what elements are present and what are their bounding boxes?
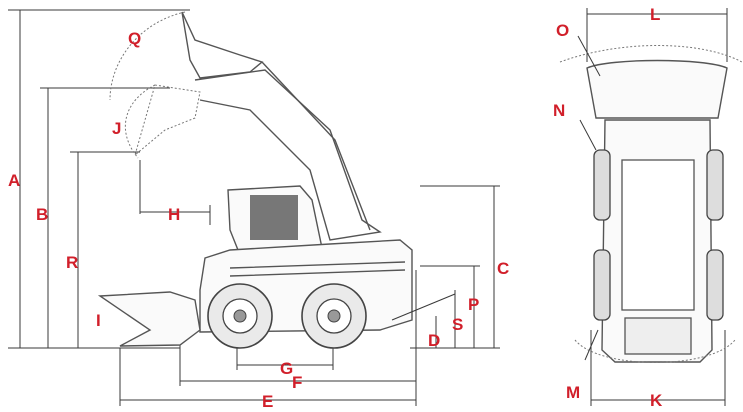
label-k: K (650, 391, 663, 410)
label-s: S (452, 315, 463, 334)
turn-arc (574, 339, 736, 363)
side-view (8, 9, 500, 406)
lift-arm-inner (261, 61, 371, 231)
bucket-raised-top (181, 11, 264, 79)
dimension-labels: Q J A B H R C P I S D G F E L O N M K (8, 5, 663, 411)
label-i: I (96, 311, 101, 330)
front-engine (624, 317, 692, 355)
rear-tire (301, 283, 367, 349)
label-r: R (66, 253, 78, 272)
label-d: D (428, 331, 440, 350)
label-j: J (112, 119, 121, 138)
label-n: N (553, 101, 565, 120)
cab-grille (250, 195, 298, 240)
label-p: P (468, 295, 479, 314)
front-view (559, 8, 743, 406)
label-g: G (280, 359, 293, 378)
front-bucket (586, 59, 728, 119)
label-o: O (556, 21, 569, 40)
front-left-tire-1 (593, 149, 611, 221)
label-m: M (566, 383, 580, 402)
dump-arc-lower (124, 84, 156, 159)
label-c: C (497, 259, 509, 278)
front-right-tire-1 (706, 149, 724, 221)
lift-arm (194, 69, 382, 241)
front-cab (621, 159, 695, 311)
label-e: E (262, 392, 273, 411)
dump-arc-upper (109, 11, 186, 101)
label-l: L (650, 5, 660, 24)
front-left-tire-2 (593, 249, 611, 321)
front-right-tire-2 (706, 249, 724, 321)
bucket-lowered (97, 291, 201, 347)
bucket-raised-mid (134, 84, 201, 157)
chassis-detail (229, 261, 406, 277)
label-q: Q (128, 29, 141, 48)
vertical-dimensions (8, 9, 500, 349)
label-b: B (36, 205, 48, 224)
front-tire (207, 283, 273, 349)
front-bucket-arc (559, 45, 743, 63)
horizontal-dimensions (119, 160, 417, 406)
label-a: A (8, 171, 20, 190)
label-f: F (292, 373, 302, 392)
label-h: H (168, 205, 180, 224)
